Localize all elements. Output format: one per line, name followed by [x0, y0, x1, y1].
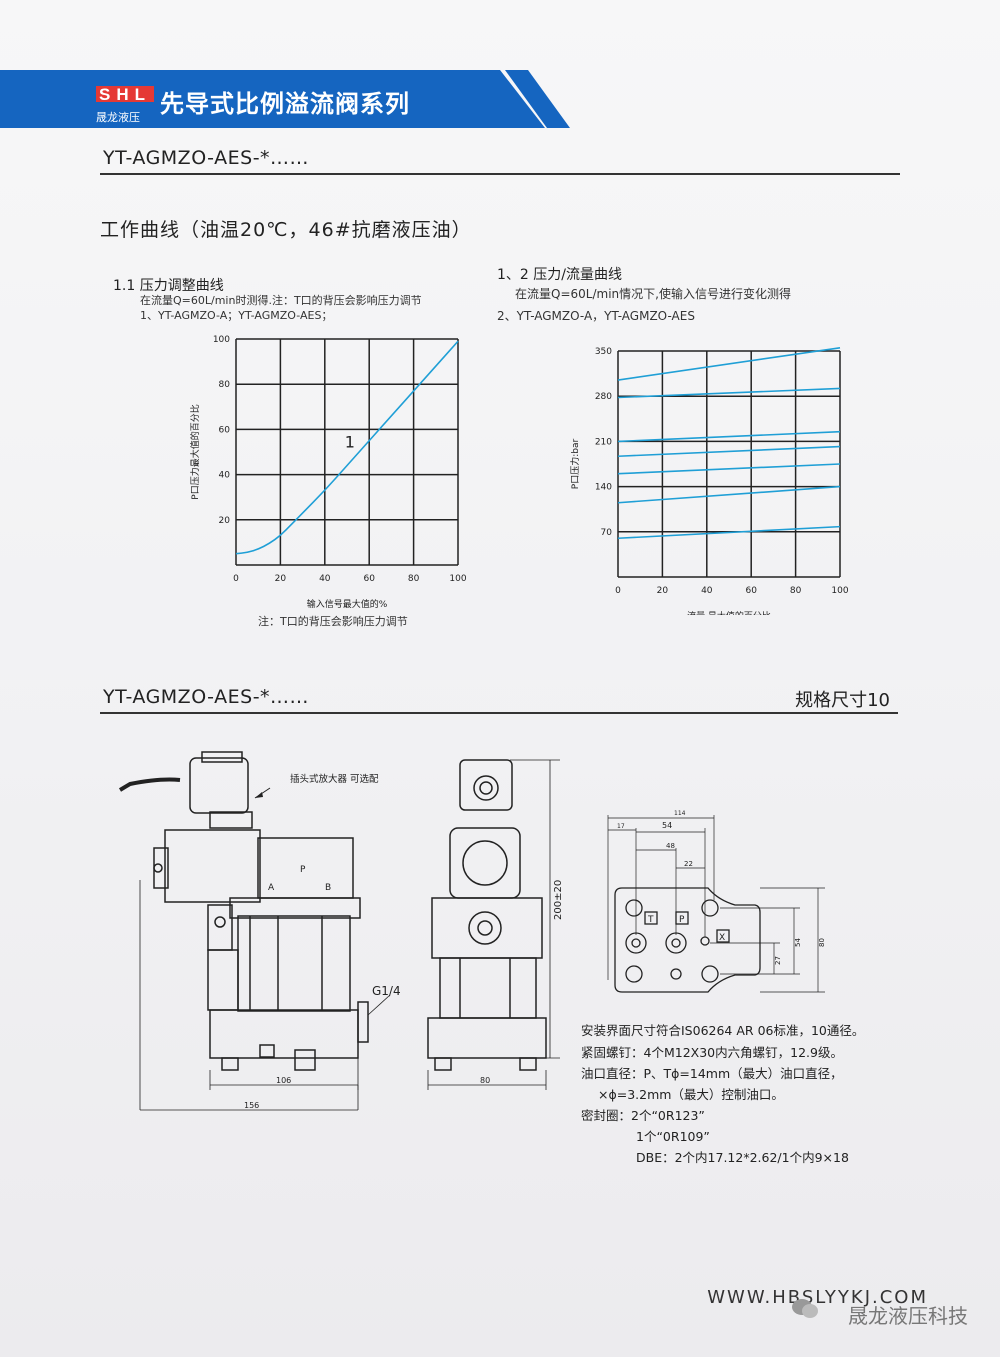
- dim-80-width: 80: [480, 1076, 490, 1085]
- x-tick-label: 60: [363, 574, 375, 584]
- pressure-flow-chart: 0 20 40 60 80 100 70 140 210 280 350 流量 最大值的百分比 P口压力…: [569, 346, 849, 615]
- iface-dim-54: 54: [662, 821, 672, 830]
- header-banner: [0, 70, 570, 128]
- thread-label: G1/4: [372, 984, 401, 998]
- series-line-1: [235, 340, 459, 555]
- series-line-1: [617, 346, 841, 381]
- iface-dim-27: 27: [774, 956, 782, 965]
- series-line-4: [617, 445, 841, 458]
- chart2-desc-1: 在流量Q=60L/min情况下,使输入信号进行变化测得: [515, 287, 791, 301]
- iface-port-t: T: [647, 915, 654, 925]
- pressure-adjust-chart: 0 20 40 60 80 100 20 40 60 80 100 输入信号最大值的% P口压力最大值的…: [189, 335, 467, 610]
- spec-line-1: 安装界面尺寸符合IS06264 AR 06标准，10通径。: [581, 1023, 865, 1038]
- x-tick-label: 40: [701, 586, 713, 596]
- x-tick-label: 80: [408, 574, 420, 584]
- y-tick-label: 280: [595, 392, 612, 402]
- series-line-7: [617, 525, 841, 540]
- chart1-desc-1: 在流量Q=60L/min时测得.注：T口的背压会影响压力调节: [140, 294, 422, 307]
- logo-letters: SHL: [99, 85, 151, 104]
- y-tick-label: 40: [219, 471, 231, 481]
- series-line-2: [617, 387, 841, 399]
- chart1-heading: 1.1 压力调整曲线: [113, 278, 224, 294]
- valve-drawing: 插头式放大器 可选配 P A B G1/4 106 156 80 200±20 …: [118, 751, 826, 1111]
- port-b-side: B: [325, 883, 331, 893]
- spec-line-7: DBE：2个内17.12*2.62/1个内9×18: [636, 1150, 849, 1165]
- series-line-6: [617, 485, 841, 504]
- iface-dim-80v: 80: [818, 938, 826, 947]
- dim-height: 200±20: [553, 880, 564, 920]
- y-tick-label: 60: [219, 425, 231, 435]
- port-p-side: P: [300, 865, 306, 875]
- footer-url: WWW.HBSLYYKJ.COM: [707, 1287, 928, 1308]
- interface-plate: [607, 815, 825, 993]
- curve-annotation: 1: [345, 432, 355, 451]
- y-tick-label: 140: [595, 483, 612, 493]
- divider-bottom: [100, 712, 898, 714]
- x-tick-label: 100: [449, 574, 466, 584]
- y-tick-label: 350: [595, 347, 612, 357]
- model-label-top: YT-AGMZO-AES-*……: [103, 147, 310, 169]
- x-tick-label: 80: [790, 586, 802, 596]
- side-view: [118, 751, 391, 1111]
- x-tick-label: 40: [319, 574, 331, 584]
- x-tick-label: 20: [275, 574, 287, 584]
- iface-dim-54v: 54: [794, 938, 802, 947]
- x-axis-label: 输入信号最大值的%: [307, 598, 388, 610]
- divider-top: [100, 173, 900, 175]
- y-tick-label: 70: [601, 528, 613, 538]
- chart2-heading: 1、2 压力/流量曲线: [497, 267, 622, 283]
- y-tick-label: 20: [219, 516, 231, 526]
- dim-106: 106: [276, 1076, 291, 1085]
- chart1-note: 注：T口的背压会影响压力调节: [258, 615, 408, 628]
- iface-dim-22: 22: [684, 860, 693, 868]
- spec-line-5: 密封圈：2个“0R123”: [581, 1108, 705, 1123]
- iface-port-x: X: [719, 933, 725, 943]
- y-tick-label: 210: [595, 437, 612, 447]
- size-label: 规格尺寸10: [795, 690, 890, 711]
- front-view: [427, 759, 560, 1090]
- x-axis-label: 流量 最大值的百分比: [687, 610, 771, 615]
- model-label-bottom: YT-AGMZO-AES-*……: [103, 686, 310, 708]
- x-tick-label: 0: [615, 586, 621, 596]
- y-tick-label: 80: [219, 380, 231, 390]
- amplifier-label: 插头式放大器 可选配: [290, 773, 379, 785]
- series-line-3: [617, 430, 841, 443]
- chart2-desc-2: 2、YT-AGMZO-A，YT-AGMZO-AES: [497, 309, 695, 323]
- spec-line-6: 1个“0R109”: [636, 1129, 710, 1144]
- spec-line-4: ×ϕ=3.2mm（最大）控制油口。: [598, 1087, 784, 1102]
- y-tick-label: 100: [213, 335, 230, 345]
- iface-dim-48: 48: [666, 842, 675, 850]
- wechat-icon: [792, 1299, 818, 1318]
- iface-dim-17: 17: [617, 823, 625, 830]
- section-title: 工作曲线（油温20℃，46#抗磨液压油）: [100, 219, 472, 241]
- x-tick-label: 60: [745, 586, 757, 596]
- footer-brand: 晟龙液压科技: [848, 1304, 968, 1328]
- logo-icon: SHL: [96, 85, 154, 104]
- x-tick-label: 0: [233, 574, 239, 584]
- chart1-desc-2: 1、YT-AGMZO-A；YT-AGMZO-AES；: [140, 309, 333, 322]
- x-tick-label: 20: [657, 586, 669, 596]
- port-a-side: A: [268, 883, 275, 893]
- series-line-5: [617, 463, 841, 475]
- iface-port-p: P: [679, 915, 685, 925]
- page-title: 先导式比例溢流阀系列: [160, 90, 410, 118]
- x-tick-label: 100: [831, 586, 848, 596]
- y-axis-label: P口压力最大值的百分比: [189, 404, 201, 499]
- brand-sub-label: 晟龙液压: [96, 111, 140, 124]
- spec-line-3: 油口直径：P、Tϕ=14mm（最大）油口直径，: [581, 1066, 843, 1081]
- iface-dim-114: 114: [674, 810, 686, 817]
- y-axis-label: P口压力:bar: [569, 439, 581, 490]
- dim-156: 156: [244, 1101, 259, 1110]
- spec-line-2: 紧固螺钉：4个M12X30内六角螺钉，12.9级。: [581, 1045, 843, 1060]
